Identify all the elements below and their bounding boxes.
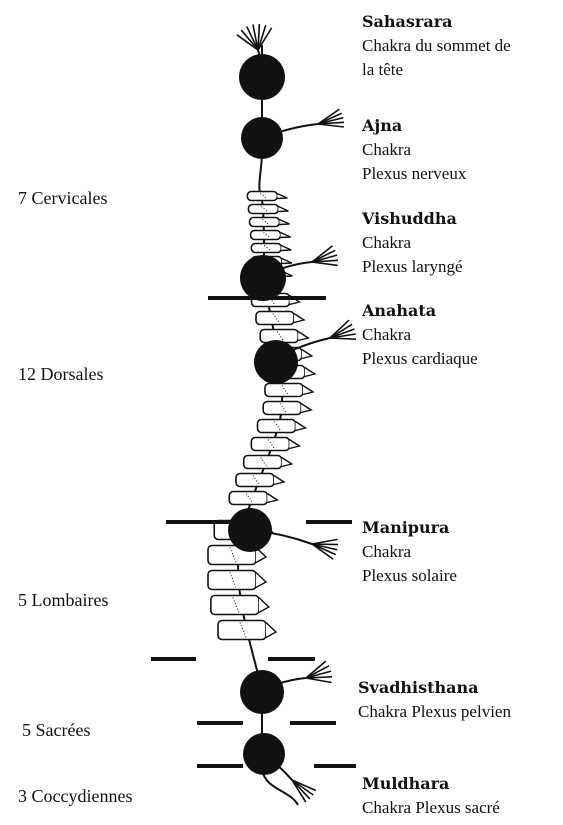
spinous-process — [298, 332, 308, 341]
chakra-label-svadhisthana: Svadhisthana Chakra Plexus pelvien — [358, 676, 511, 724]
vertebra — [263, 402, 301, 415]
vertebra — [229, 492, 267, 505]
vertebra — [251, 438, 289, 451]
chakra-label-anahata: Anahata Chakra Plexus cardiaque — [362, 299, 478, 371]
chakra-description: Chakra du sommet de — [362, 34, 511, 58]
region-label-lumbar: 5 Lombaires — [18, 590, 108, 611]
chakra-dot-anahata — [254, 340, 298, 384]
spinous-process — [267, 494, 277, 503]
spinous-process — [277, 194, 287, 199]
vertebra — [236, 474, 274, 487]
spinous-process — [305, 368, 315, 377]
vertebra — [247, 192, 277, 201]
chakra-label-sahasrara: Sahasrara Chakra du sommet de la tête — [362, 10, 511, 82]
vertebra — [265, 384, 303, 397]
chakra-name: Ajna — [362, 114, 466, 138]
chakra-description: Chakra — [362, 540, 457, 564]
chakra-dot-muldhara — [243, 733, 285, 775]
spinous-process — [303, 386, 313, 395]
vertebra — [218, 621, 266, 640]
spinous-process — [266, 623, 276, 638]
chakra-label-vishuddha: Vishuddha Chakra Plexus laryngé — [362, 207, 463, 279]
chakra-name: Manipura — [362, 516, 457, 540]
chakra-dot-vishuddha — [240, 255, 286, 301]
vertebra — [248, 205, 278, 214]
spinous-process — [278, 207, 288, 212]
chakra-description: Plexus solaire — [362, 564, 457, 588]
vertebra — [256, 312, 294, 325]
chakra-label-muldhara: Muldhara Chakra Plexus sacré — [362, 772, 500, 820]
chakra-name: Anahata — [362, 299, 478, 323]
chakra-name: Sahasrara — [362, 10, 511, 34]
chakra-description: Plexus nerveux — [362, 162, 466, 186]
region-label-coccygeal: 3 Coccydiennes — [18, 786, 132, 807]
chakra-label-ajna: Ajna Chakra Plexus nerveux — [362, 114, 466, 186]
vertebra — [258, 420, 296, 433]
spinous-process — [296, 422, 306, 431]
chakra-description: Plexus laryngé — [362, 255, 463, 279]
vertebra — [250, 218, 280, 227]
nerve-vishuddha-fiber — [312, 262, 338, 265]
chakra-dot-manipura — [228, 508, 272, 552]
nerve-anahata-fiber — [330, 338, 356, 339]
region-label-sacral: 5 Sacrées — [22, 720, 90, 741]
region-label-cervical: 7 Cervicales — [18, 188, 107, 209]
spinous-process — [301, 404, 311, 413]
vertebra — [251, 244, 281, 253]
chakra-description: Chakra — [362, 138, 466, 162]
vertebra — [244, 456, 282, 469]
chakra-description: la tête — [362, 58, 511, 82]
spinous-process — [256, 573, 266, 588]
chakra-description: Chakra — [362, 323, 478, 347]
chakra-label-manipura: Manipura Chakra Plexus solaire — [362, 516, 457, 588]
spinous-process — [280, 220, 290, 225]
chakra-description: Chakra — [362, 231, 463, 255]
spinous-process — [302, 350, 312, 359]
nerve-ajna-fiber — [318, 124, 344, 127]
spinous-process — [281, 233, 291, 238]
chakra-dot-sahasrara — [239, 54, 285, 100]
chakra-name: Vishuddha — [362, 207, 463, 231]
chakra-dot-svadhisthana — [240, 670, 284, 714]
nerve-svadhisthana-fiber — [306, 678, 332, 682]
nerve-crown-fiber — [258, 28, 272, 50]
chakra-dot-ajna — [241, 117, 283, 159]
vertebra — [211, 596, 259, 615]
vertebra — [208, 571, 256, 590]
chakra-name: Muldhara — [362, 772, 500, 796]
region-label-dorsal: 12 Dorsales — [18, 364, 103, 385]
chakra-description: Chakra Plexus sacré — [362, 796, 500, 820]
spinous-process — [259, 598, 269, 613]
spinous-process — [281, 246, 291, 251]
spinous-process — [294, 314, 304, 323]
chakra-name: Svadhisthana — [358, 676, 511, 700]
spinous-process — [274, 476, 284, 485]
spinous-process — [282, 458, 292, 467]
spinous-process — [289, 440, 299, 449]
vertebra — [251, 231, 281, 240]
chakra-description: Chakra Plexus pelvien — [358, 700, 511, 724]
spinous-process — [282, 259, 292, 264]
chakra-description: Plexus cardiaque — [362, 347, 478, 371]
